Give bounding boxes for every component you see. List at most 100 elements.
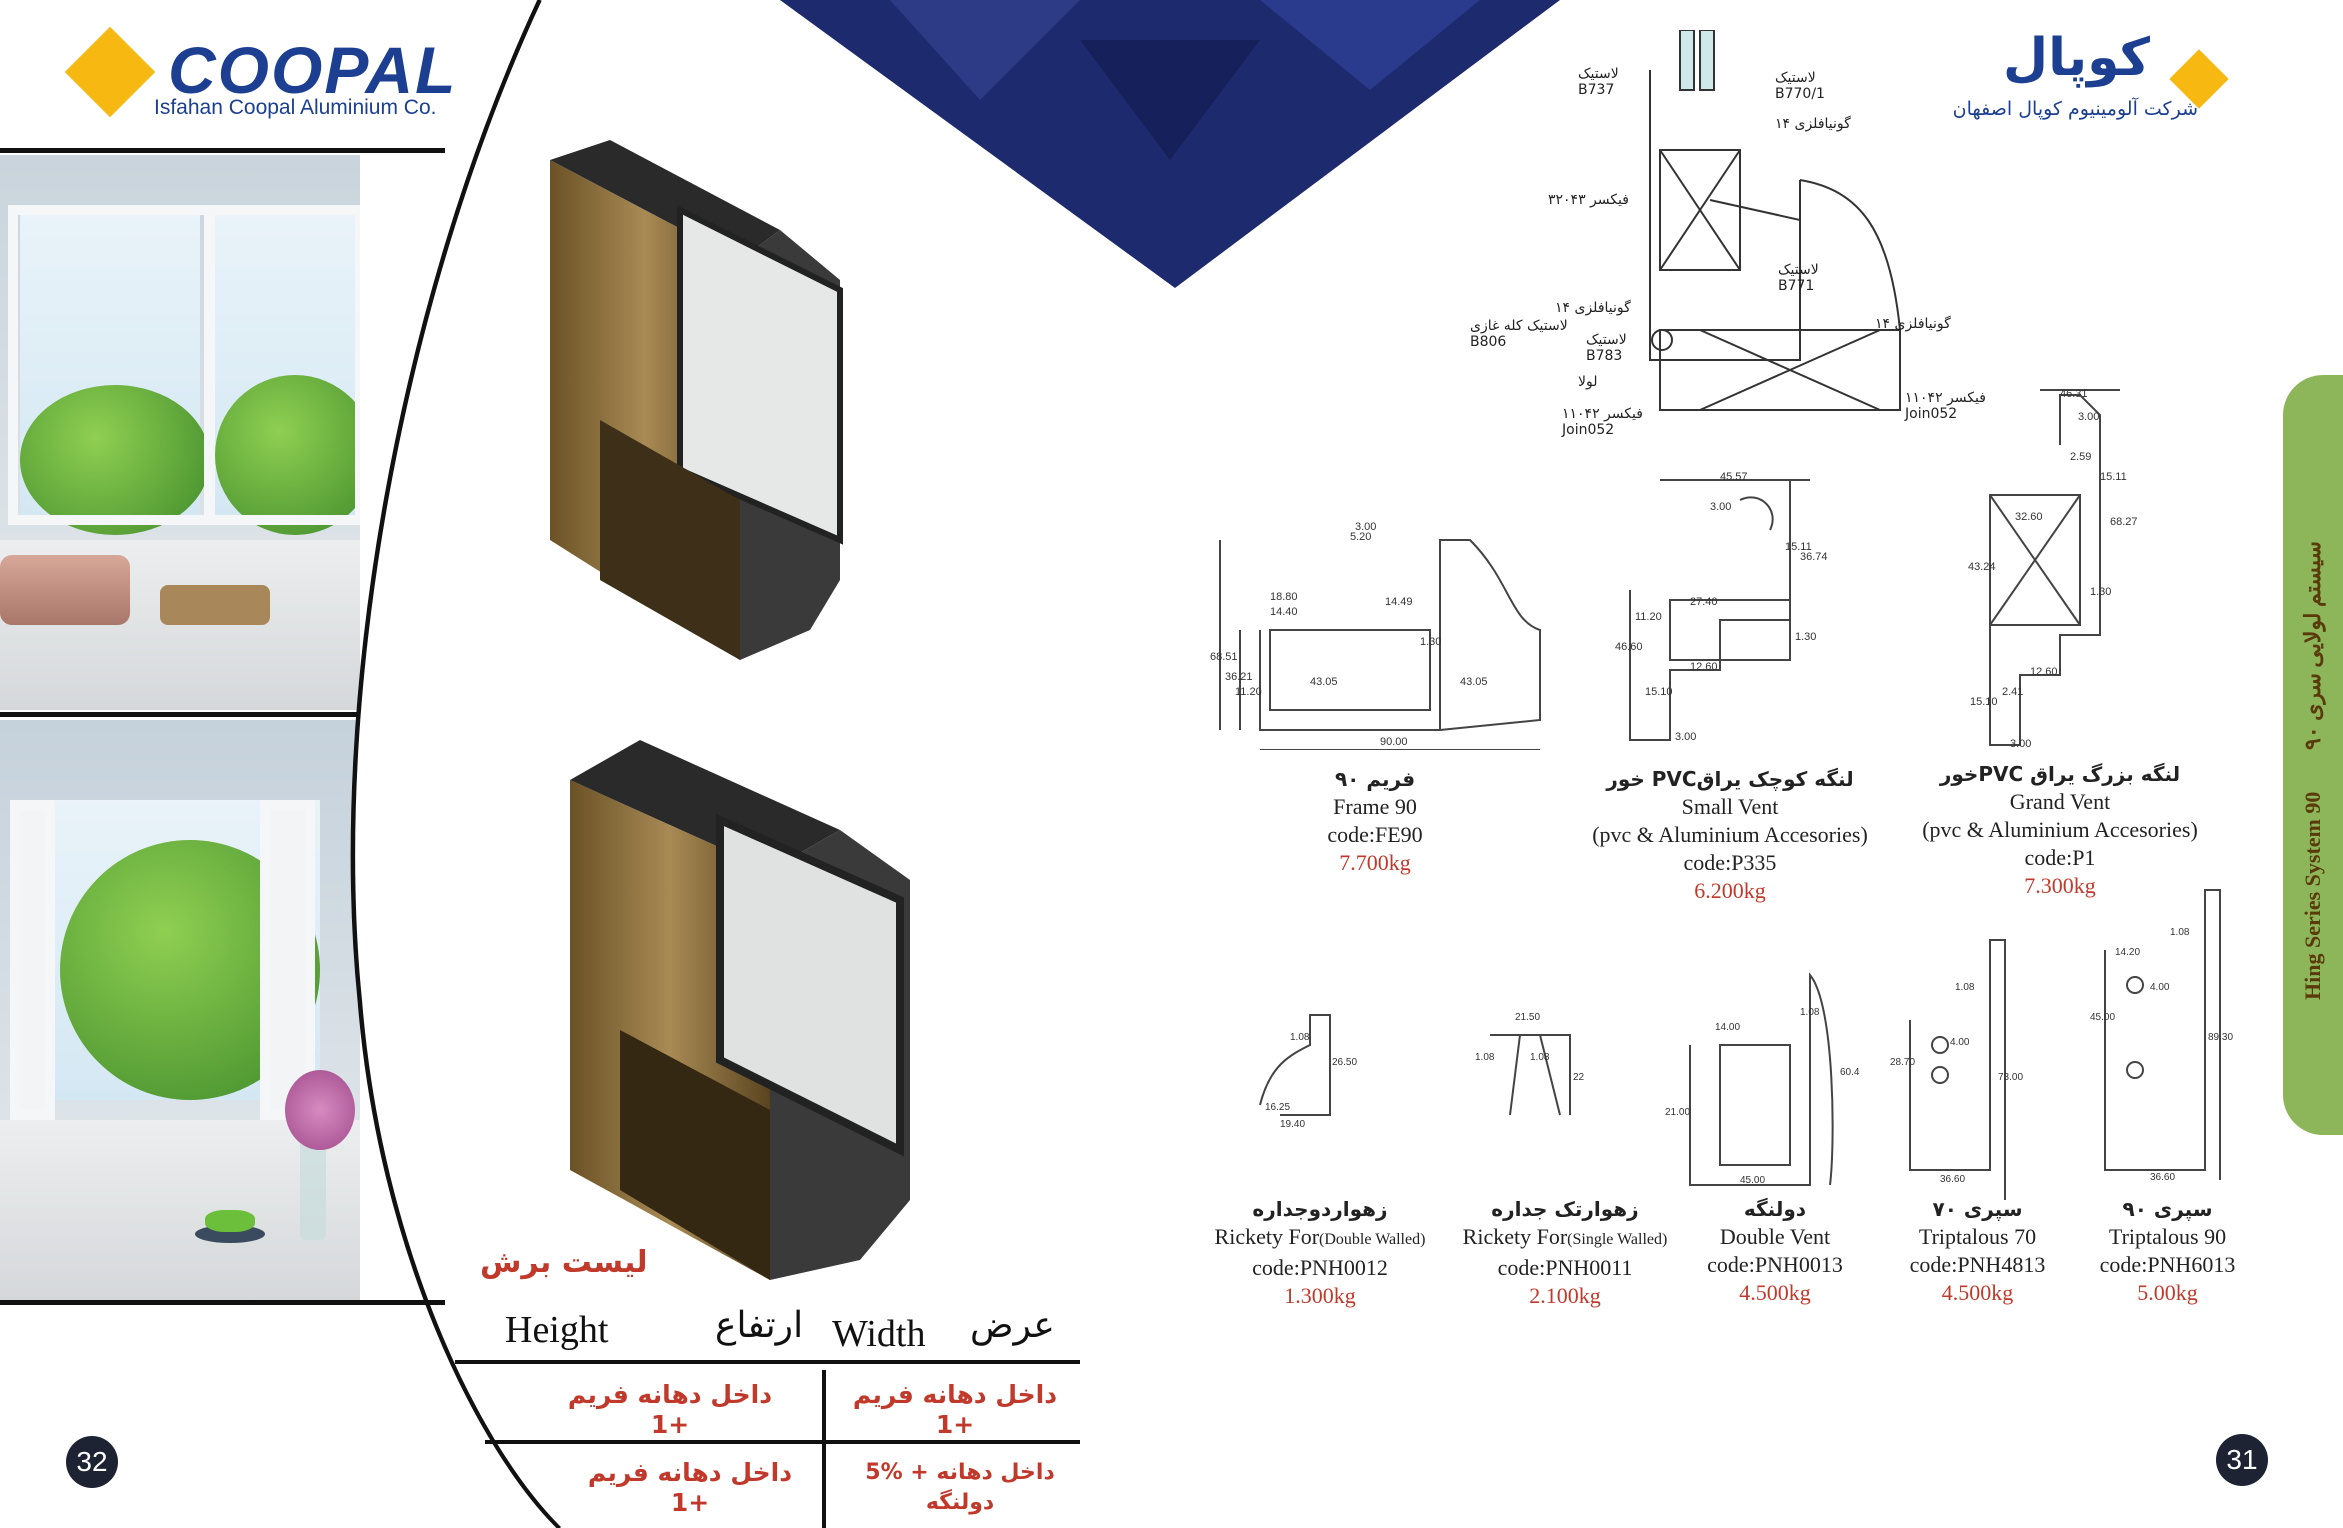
- svg-text:4.00: 4.00: [1950, 1037, 1970, 1048]
- svg-text:1.08: 1.08: [1290, 1032, 1310, 1043]
- svg-text:46.60: 46.60: [1615, 641, 1643, 653]
- table-header-line: [455, 1360, 1080, 1364]
- svg-text:3.00: 3.00: [1710, 501, 1731, 513]
- profile-triptalous-70: سپری ۷۰ Triptalous 70 code:PNH4813 4.500…: [1909, 1197, 2046, 1305]
- cut-list-title: لیست برش: [480, 1245, 648, 1280]
- apples-image: [205, 1210, 255, 1232]
- vase-image: [300, 1140, 326, 1240]
- svg-text:14.20: 14.20: [2115, 947, 2140, 958]
- table-row-line: [485, 1440, 1080, 1444]
- svg-text:90.00: 90.00: [1380, 736, 1408, 748]
- svg-text:60.40: 60.40: [1840, 1067, 1860, 1078]
- svg-text:1.30: 1.30: [1795, 631, 1816, 643]
- callout-9: گونیافلزی ۱۴: [1875, 316, 1951, 332]
- toaster-image: [0, 555, 130, 625]
- cut-cell-height-2: داخل دهانه فریم +1: [587, 1458, 793, 1517]
- svg-text:68.51: 68.51: [1210, 651, 1238, 663]
- svg-text:15.11: 15.11: [2100, 471, 2127, 483]
- koopal-logo: کوپال شرکت آلومینیوم کوپال اصفهان: [1930, 28, 2229, 138]
- width-header-fa: عرض: [970, 1305, 1055, 1346]
- logo-subtitle-fa: شرکت آلومینیوم کوپال اصفهان: [1952, 98, 2198, 120]
- svg-text:1.30: 1.30: [2090, 586, 2111, 598]
- svg-text:2.59: 2.59: [2070, 451, 2091, 463]
- svg-text:26.50: 26.50: [1332, 1057, 1357, 1068]
- profile-rickety-single: زهوارتک جداره Rickety For(Single Walled)…: [1462, 1197, 1668, 1308]
- profile-triptalous-90: سپری ۹۰ Triptalous 90 code:PNH6013 5.00k…: [2099, 1197, 2236, 1305]
- svg-text:11.20: 11.20: [1635, 611, 1662, 623]
- callout-3: گونیافلزی ۱۴: [1775, 116, 1851, 132]
- flowers-image: [285, 1070, 355, 1150]
- svg-text:43.24: 43.24: [1968, 561, 1996, 573]
- svg-text:14.40: 14.40: [1270, 606, 1298, 618]
- callout-6: گونیافلزی ۱۴: [1555, 300, 1631, 316]
- svg-text:27.40: 27.40: [1690, 596, 1718, 608]
- rickety-single-drawing: 21.50 1.08 1.08 22: [1475, 1012, 1585, 1116]
- logo-name: COOPAL: [168, 33, 458, 107]
- svg-text:43.05: 43.05: [1460, 676, 1488, 688]
- side-band-en: Hing Series System 90: [2300, 791, 2325, 1000]
- profile-frame-90: فریم ۹۰ Frame 90 code:FE90 7.700kg: [1327, 767, 1423, 875]
- svg-text:22: 22: [1573, 1072, 1585, 1083]
- svg-text:45.00: 45.00: [2090, 1012, 2115, 1023]
- svg-text:3.00: 3.00: [1675, 731, 1696, 743]
- photo-closed-window: [0, 155, 360, 710]
- svg-text:14.49: 14.49: [1385, 596, 1413, 608]
- svg-text:36.74: 36.74: [1800, 551, 1828, 563]
- svg-text:36.21: 36.21: [1225, 671, 1253, 683]
- svg-text:19.40: 19.40: [1280, 1119, 1305, 1130]
- callout-10: لولا: [1578, 374, 1598, 390]
- table-col-line: [822, 1370, 826, 1528]
- height-header: Height: [505, 1309, 609, 1351]
- cut-cell-height-1: داخل دهانه فریم +1: [567, 1380, 773, 1439]
- profile-render-top: [550, 140, 843, 660]
- svg-text:18.80: 18.80: [1270, 591, 1298, 603]
- triptalous-90-drawing: 1.08 14.20 4.00 45.00 89.30 36.60: [2090, 889, 2233, 1183]
- cut-cell-width-2: داخل دهانه + %5 دولنگه: [865, 1460, 1055, 1515]
- svg-text:15.11: 15.11: [1785, 541, 1812, 553]
- assembly-cross-section: [1649, 30, 1901, 411]
- logo-subtitle: Isfahan Coopal Aluminium Co.: [154, 96, 437, 119]
- grand-vent-drawing: 46.31 3.00 2.59 15.11 32.60 68.27 43.24 …: [1968, 388, 2138, 750]
- cut-cell-width-1: داخل دهانه فریم +1: [852, 1380, 1058, 1439]
- side-band-fa: سیستم لولایی سری ۹۰: [2300, 541, 2325, 750]
- profile-grand-vent: لنگه بزرگ یراق PVCخور Grand Vent (pvc & …: [1922, 762, 2198, 898]
- svg-text:1.08: 1.08: [1475, 1052, 1495, 1063]
- double-vent-drawing: 14.00 1.08 21.00 60.40 45.00: [1665, 972, 1860, 1186]
- svg-text:15.10: 15.10: [1970, 696, 1998, 708]
- svg-text:15.10: 15.10: [1645, 686, 1673, 698]
- svg-text:3.00: 3.00: [1355, 521, 1376, 533]
- profile-render-bottom: [570, 740, 910, 1280]
- profile-small-vent: لنگه کوچک یراقPVC خور Small Vent (pvc & …: [1592, 767, 1868, 903]
- svg-text:1.08: 1.08: [1800, 1007, 1820, 1018]
- svg-text:45.57: 45.57: [1720, 471, 1748, 483]
- side-band: [2283, 375, 2343, 1135]
- table-top-divider: [0, 1300, 445, 1305]
- svg-text:1.08: 1.08: [1530, 1052, 1550, 1063]
- svg-text:36.60: 36.60: [1940, 1174, 1965, 1185]
- height-header-fa: ارتفاع: [715, 1305, 804, 1346]
- svg-text:89.30: 89.30: [2208, 1032, 2233, 1043]
- svg-text:36.60: 36.60: [2150, 1172, 2175, 1183]
- navy-diamond-decoration: [780, 0, 1560, 288]
- photo-open-window: [0, 720, 360, 1300]
- bread-board-image: [160, 585, 270, 625]
- svg-text:45.00: 45.00: [1740, 1175, 1765, 1186]
- svg-text:12.60: 12.60: [2030, 666, 2058, 678]
- svg-text:32.60: 32.60: [2015, 511, 2043, 523]
- svg-text:21.50: 21.50: [1515, 1012, 1540, 1023]
- svg-text:12.60: 12.60: [1690, 661, 1718, 673]
- svg-text:28.70: 28.70: [1890, 1057, 1915, 1068]
- callout-4: فیکسر ۳۲۰۴۳: [1548, 192, 1629, 208]
- svg-text:4.00: 4.00: [2150, 982, 2170, 993]
- header-divider: [0, 148, 445, 153]
- triptalous-70-drawing: 1.08 28.70 4.00 73.00 36.60: [1890, 939, 2023, 1200]
- svg-text:11.20: 11.20: [1235, 686, 1262, 698]
- frame-90-drawing: 5.20 3.00 18.80 14.40 14.49 1.30 68.51 3…: [1210, 521, 1541, 750]
